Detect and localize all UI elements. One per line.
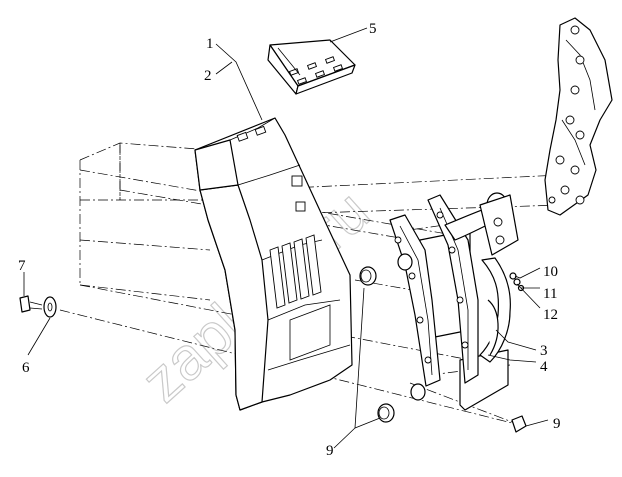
callout-12: 12 bbox=[543, 307, 558, 323]
part-1-mudguard-panel bbox=[194, 117, 353, 411]
callout-4: 4 bbox=[540, 359, 548, 375]
vehicle-frame-bracket bbox=[544, 17, 613, 216]
callout-5: 5 bbox=[369, 21, 377, 37]
part-9-plug-upper bbox=[359, 266, 377, 286]
callout-2: 2 bbox=[204, 68, 212, 84]
callouts: 1 2 5 7 6 9 9 10 11 12 3 4 bbox=[18, 21, 561, 459]
leader-lines bbox=[23, 27, 549, 449]
callout-3: 3 bbox=[540, 343, 548, 359]
callout-10: 10 bbox=[543, 264, 558, 280]
part-10-11-12-fasteners bbox=[509, 272, 525, 292]
part-4-support-arm bbox=[444, 192, 519, 363]
callout-11: 11 bbox=[543, 286, 557, 302]
part-6-washer bbox=[43, 296, 57, 318]
callout-9-lower-left: 9 bbox=[326, 443, 334, 459]
callout-7: 7 bbox=[18, 258, 26, 274]
part-9-nut-right bbox=[511, 415, 527, 433]
part-5-clip bbox=[267, 39, 356, 95]
callout-6: 6 bbox=[22, 360, 30, 376]
part-3-bracket-plate bbox=[389, 194, 479, 401]
callout-1: 1 bbox=[206, 36, 214, 52]
part-9-plug-lower bbox=[377, 403, 395, 423]
callout-9-right: 9 bbox=[553, 416, 561, 432]
part-7-bolt bbox=[19, 295, 43, 313]
